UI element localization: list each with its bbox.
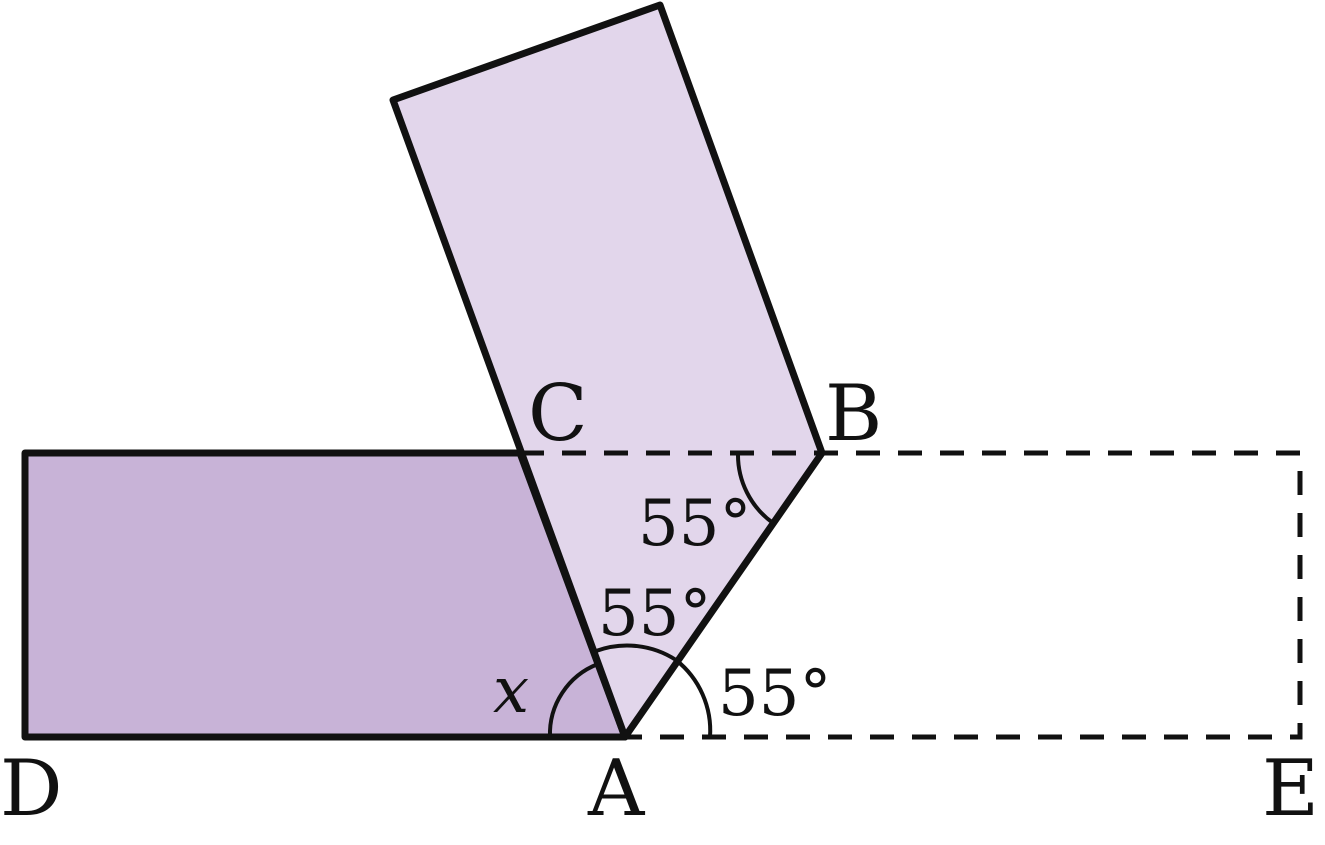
label-angle-b: 55° [638,487,751,561]
label-point-d: D [0,744,63,834]
label-point-c: C [528,369,588,459]
angle-arc-a-middle [595,643,678,662]
dashed-original-flap [520,450,1303,740]
angle-arc-a-left [547,662,599,738]
label-point-a: A [587,744,646,834]
label-point-e: E [1262,744,1319,834]
label-angle-a-right: 55° [718,657,831,731]
label-point-b: B [825,369,882,459]
angle-arc-b [735,452,775,525]
angle-arc-a-right [674,658,713,738]
label-angle-a-middle: 55° [598,577,711,651]
label-angle-x: x [493,654,529,728]
